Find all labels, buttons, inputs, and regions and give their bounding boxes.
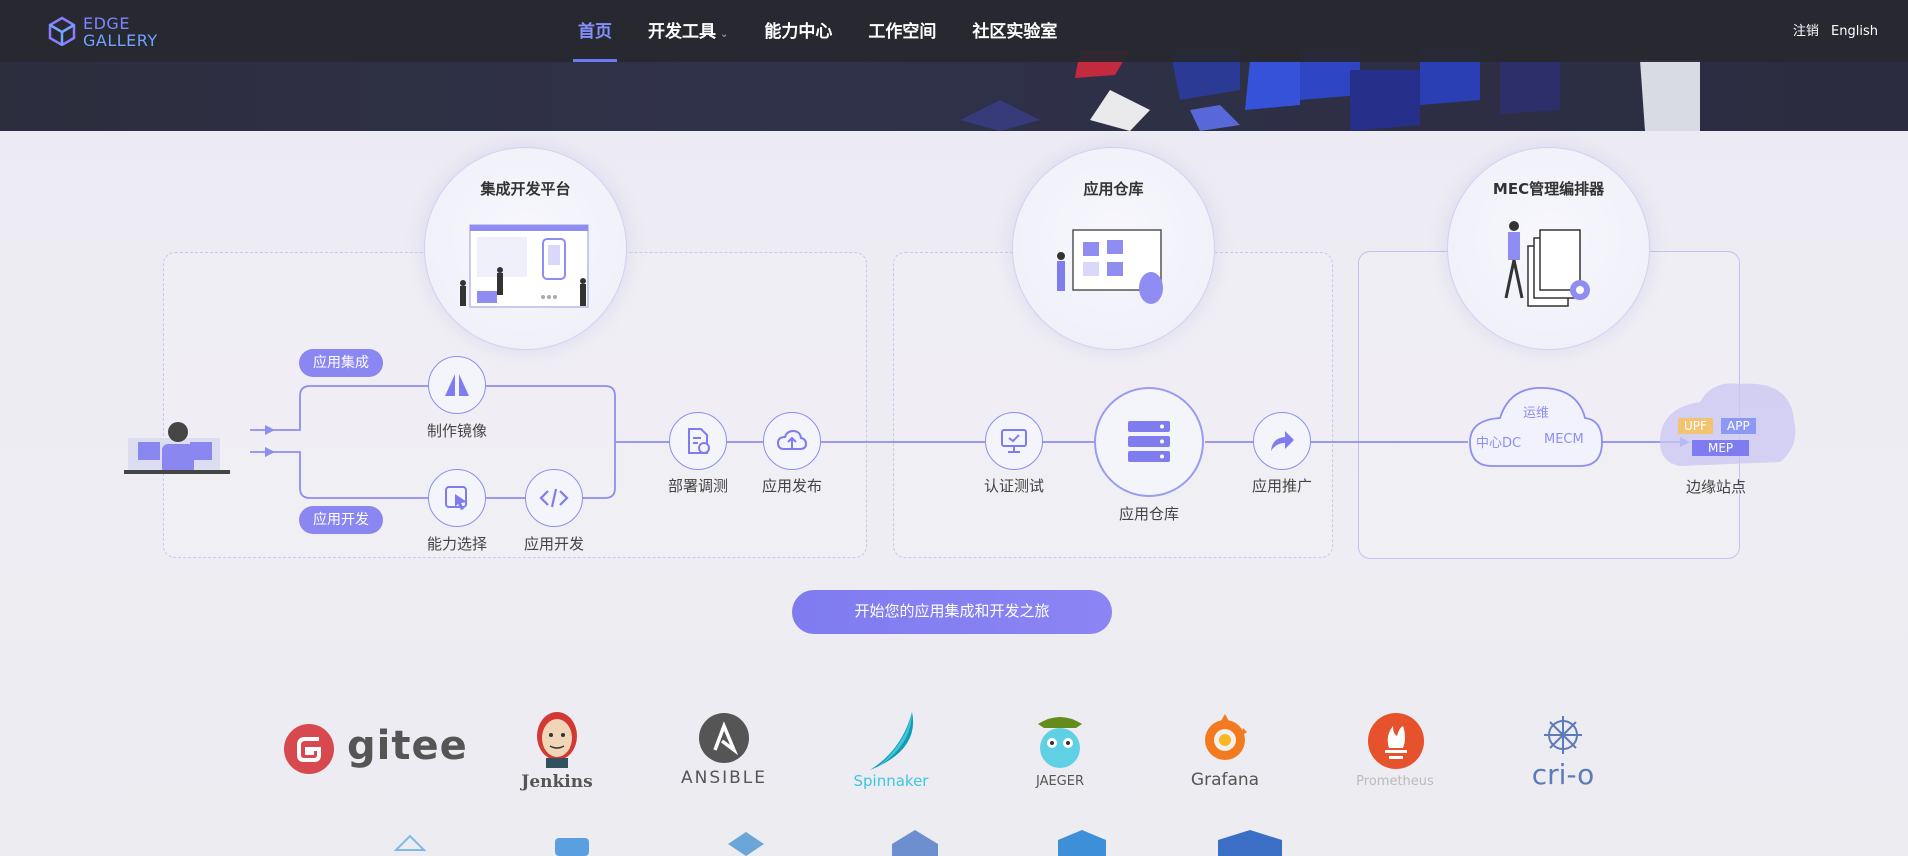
prometheus-flame-icon bbox=[1368, 713, 1424, 769]
app-store-title: 应用仓库 bbox=[1083, 180, 1144, 198]
mec-title: MEC管理编排器 bbox=[1492, 180, 1605, 198]
gitee-wordmark: gitee bbox=[347, 723, 468, 769]
crio-wordmark: cri-o bbox=[1531, 758, 1595, 791]
mec-illustration bbox=[1504, 221, 1590, 307]
logo-text-line1: EDGE bbox=[83, 14, 130, 33]
start-journey-button[interactable]: 开始您的应用集成和开发之旅 bbox=[792, 590, 1112, 634]
nav-workspace[interactable]: 工作空间 bbox=[868, 22, 937, 42]
deploy-test-label: 部署调测 bbox=[667, 477, 728, 495]
cursor-select-icon bbox=[445, 486, 467, 510]
make-image-node[interactable] bbox=[428, 356, 486, 414]
nav-dev-tools-label: 开发工具 bbox=[648, 22, 716, 42]
edge-upf-badge: UPF bbox=[1678, 418, 1713, 434]
crio-logo[interactable]: cri-o bbox=[1520, 712, 1606, 794]
operator-figure bbox=[124, 422, 230, 474]
dev-platform-illustration bbox=[460, 224, 589, 308]
grafana-icon bbox=[1205, 714, 1247, 760]
app-develop-label: 应用开发 bbox=[523, 535, 584, 553]
partner-logos-row2 bbox=[393, 830, 1282, 856]
app-store-illustration bbox=[1057, 229, 1163, 304]
app-publish-label: 应用发布 bbox=[761, 477, 822, 495]
mirror-icon bbox=[445, 374, 469, 396]
jaeger-logo[interactable]: JAEGER bbox=[1024, 710, 1096, 796]
grafana-logo[interactable]: Grafana bbox=[1183, 712, 1267, 794]
spinnaker-wordmark: Spinnaker bbox=[853, 772, 929, 790]
cloud-shape bbox=[1469, 387, 1603, 467]
app-promote-node[interactable] bbox=[1253, 412, 1311, 470]
jaeger-wordmark: JAEGER bbox=[1035, 774, 1085, 789]
monitor-check-icon bbox=[1001, 429, 1027, 453]
nav-dev-tools[interactable]: 开发工具 ⌄ bbox=[630, 0, 746, 62]
jenkins-wordmark: Jenkins bbox=[521, 772, 593, 792]
cloud-mecm-label: MECM bbox=[1544, 432, 1584, 447]
capability-select-label: 能力选择 bbox=[426, 535, 487, 553]
edge-mep-badge: MEP bbox=[1692, 440, 1750, 456]
prometheus-wordmark: Prometheus bbox=[1356, 774, 1434, 789]
server-icon bbox=[1128, 421, 1170, 462]
logout-link[interactable]: 注销 bbox=[1792, 24, 1819, 39]
dev-platform-circle: 集成开发平台 bbox=[424, 147, 627, 350]
nav-community-lab[interactable]: 社区实验室 bbox=[972, 22, 1058, 42]
top-navbar: EDGE GALLERY 首页 开发工具 ⌄ 能力中心 工作空间 社区实验室 注销… bbox=[0, 0, 1908, 62]
spinnaker-sail-icon bbox=[870, 712, 914, 770]
mec-circle: MEC管理编排器 bbox=[1447, 147, 1650, 350]
edge-site-label: 边缘站点 bbox=[1686, 478, 1747, 496]
tag-app-integration: 应用集成 bbox=[299, 349, 383, 377]
app-repo-node[interactable] bbox=[1094, 387, 1204, 497]
gitee-logo[interactable]: gitee bbox=[283, 723, 467, 777]
prometheus-logo[interactable]: Prometheus bbox=[1343, 712, 1447, 794]
jenkins-butler-icon bbox=[537, 712, 577, 768]
deploy-document-icon bbox=[688, 428, 710, 454]
language-switch[interactable]: English bbox=[1831, 24, 1878, 39]
app-develop-node[interactable] bbox=[525, 469, 583, 527]
jenkins-logo[interactable]: Jenkins bbox=[512, 710, 602, 796]
code-icon bbox=[539, 488, 569, 508]
cloud-ops-label: 运维 bbox=[1523, 406, 1550, 421]
app-store-circle: 应用仓库 bbox=[1012, 147, 1215, 350]
nav-home[interactable]: 首页 bbox=[560, 0, 630, 62]
dev-platform-title: 集成开发平台 bbox=[480, 180, 571, 198]
edge-app-badge: APP bbox=[1721, 418, 1756, 434]
jaeger-gopher-icon bbox=[1038, 717, 1082, 768]
cloud-dc-label: 中心DC bbox=[1476, 436, 1522, 451]
logo-cube-icon bbox=[48, 16, 76, 46]
cert-test-label: 认证测试 bbox=[983, 477, 1044, 495]
share-arrow-icon bbox=[1271, 431, 1294, 451]
make-image-label: 制作镜像 bbox=[426, 422, 487, 440]
top-right-links: 注销 English bbox=[1785, 20, 1878, 39]
ansible-wordmark: ANSIBLE bbox=[680, 768, 768, 788]
edgegallery-logo[interactable]: EDGE GALLERY bbox=[48, 14, 178, 50]
tag-app-development: 应用开发 bbox=[299, 506, 383, 534]
ansible-logo[interactable]: ANSIBLE bbox=[672, 712, 776, 792]
grafana-wordmark: Grafana bbox=[1190, 770, 1260, 790]
app-publish-node[interactable] bbox=[763, 412, 821, 470]
hero-cubes-graphic bbox=[960, 50, 1700, 131]
spinnaker-logo[interactable]: Spinnaker bbox=[848, 710, 934, 796]
main-nav: 首页 开发工具 ⌄ 能力中心 工作空间 社区实验室 bbox=[560, 0, 1075, 62]
cert-test-node[interactable] bbox=[985, 412, 1043, 470]
crio-wheel-icon bbox=[1544, 716, 1582, 754]
app-promote-label: 应用推广 bbox=[1251, 477, 1312, 495]
capability-select-node[interactable] bbox=[428, 469, 486, 527]
logo-text-line2: GALLERY bbox=[83, 31, 158, 50]
ansible-icon bbox=[699, 713, 749, 763]
nav-capability-center[interactable]: 能力中心 bbox=[764, 22, 833, 42]
cloud-upload-icon bbox=[776, 429, 808, 450]
chevron-down-icon: ⌄ bbox=[720, 29, 729, 40]
deploy-test-node[interactable] bbox=[669, 412, 727, 470]
app-repo-label: 应用仓库 bbox=[1118, 505, 1179, 523]
gitee-icon bbox=[284, 724, 334, 774]
